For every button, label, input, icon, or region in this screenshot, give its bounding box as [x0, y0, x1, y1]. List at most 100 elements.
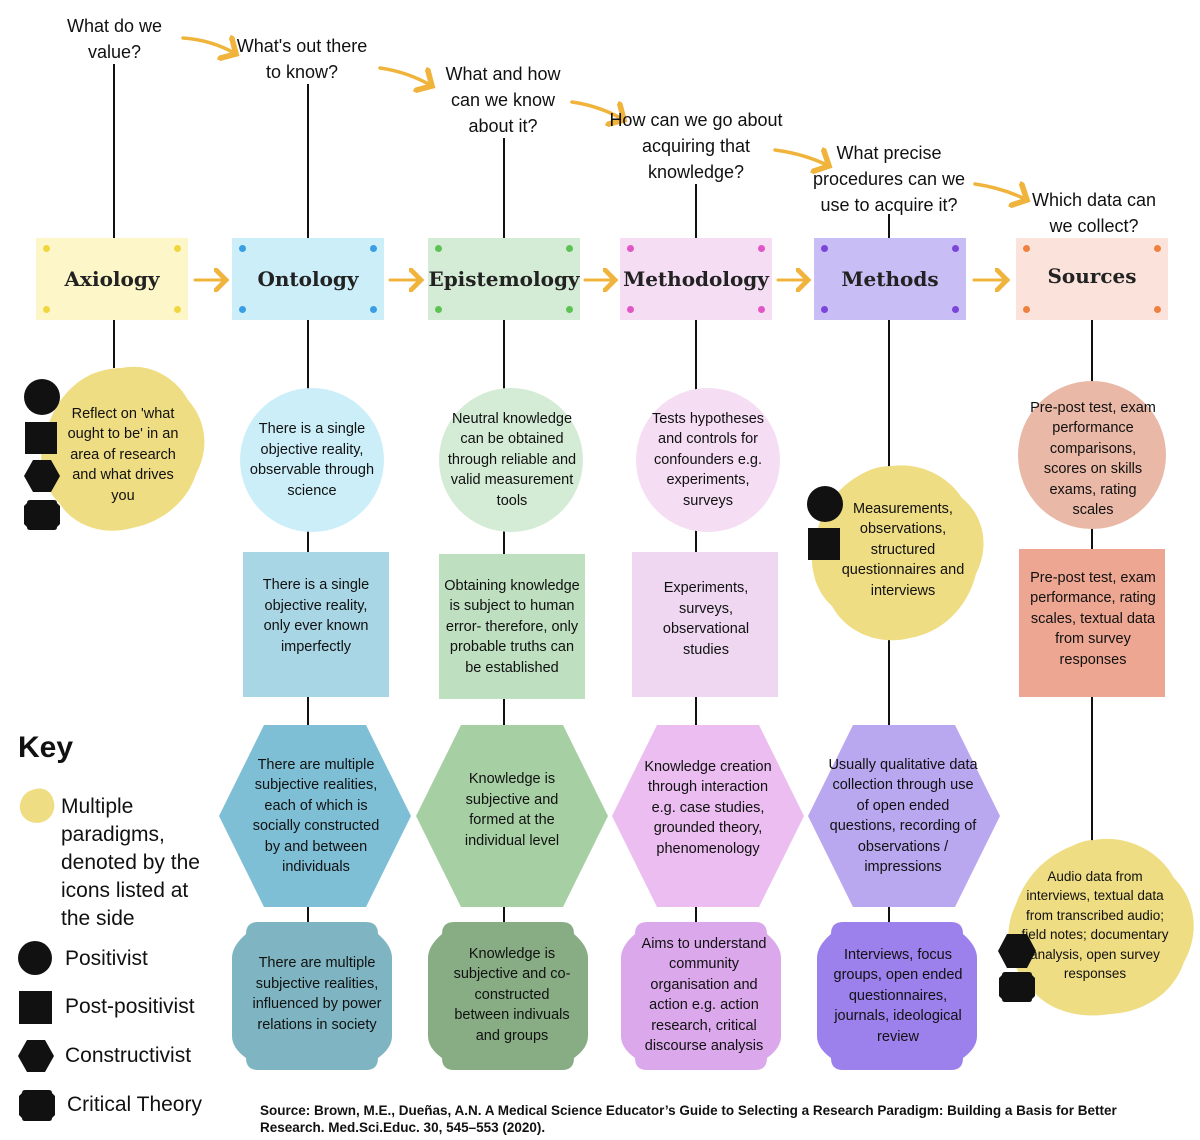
sources-positivist-circle	[1018, 381, 1166, 529]
post-positivist-icon	[25, 422, 57, 454]
key-icons	[18, 941, 55, 1121]
critical-theory-icon	[999, 972, 1035, 1002]
methodology-positivist-text: Tests hypotheses and controls for confou…	[651, 410, 765, 509]
ontology-positivist-text: There is a single objective reality, obs…	[249, 421, 375, 499]
header-dot	[370, 245, 377, 252]
header-dot	[627, 306, 634, 313]
epistemology-positivist-text: Neutral knowledge can be obtained throug…	[447, 410, 577, 509]
header-axiology-label: Axiology	[64, 267, 160, 291]
header-dot	[239, 245, 246, 252]
key-blob-icon	[19, 788, 55, 823]
epistemology-post-positivist-text: Obtaining knowledge is subject to human …	[444, 577, 580, 676]
key-constructivist-icon	[18, 1040, 54, 1072]
key-critical-theory-icon	[19, 1090, 55, 1121]
methodology-critical-text: Aims to understand community organisatio…	[641, 935, 767, 1055]
methodology-positivist-circle	[636, 388, 780, 532]
header-methods-label: Methods	[841, 267, 939, 291]
axiology-blob	[41, 366, 205, 531]
key-post-positivist-icon	[19, 991, 52, 1024]
key-constructivist-label: Constructivist	[65, 1044, 192, 1067]
methods-blob-text: Measurements, observations, structured q…	[841, 500, 965, 599]
ontology-constructivist-hex	[219, 725, 411, 907]
header-dot	[43, 245, 50, 252]
header-dot	[821, 245, 828, 252]
key-multiple-label: Multiple paradigms, denoted by the icons…	[61, 795, 200, 930]
question-methodology: How can we go about acquiring that knowl…	[609, 110, 783, 182]
header-sources-label: Sources	[1047, 264, 1137, 288]
constructivist-icon	[998, 934, 1036, 968]
header-dot	[758, 306, 765, 313]
header-ontology: Ontology	[232, 238, 384, 320]
methodology-post-positivist-rect	[632, 552, 778, 697]
header-dot	[952, 245, 959, 252]
key-title: Key	[18, 731, 74, 764]
epistemology-critical-text: Knowledge is subjective and co-construct…	[453, 945, 571, 1044]
header-dot	[1154, 245, 1161, 252]
header-dot	[435, 245, 442, 252]
key-post-positivist-label: Post-positivist	[65, 995, 195, 1018]
question-methods: What precise procedures can we use to ac…	[812, 143, 966, 215]
header-sources: Sources	[1016, 238, 1168, 320]
header-dot	[952, 306, 959, 313]
sources-icons	[998, 934, 1036, 1002]
key-critical-theory-label: Critical Theory	[67, 1093, 202, 1116]
question-sources: Which data can we collect?	[1031, 190, 1157, 236]
header-dot	[627, 245, 634, 252]
header-dot	[43, 306, 50, 313]
sources-post-positivist-rect	[1019, 549, 1165, 697]
key-positivist-label: Positivist	[65, 947, 148, 970]
axiology-blob-text: Reflect on 'what ought to be' in an area…	[67, 405, 179, 504]
methodology-constructivist-hex	[612, 725, 804, 907]
epistemology-constructivist-text: Knowledge is subjective and formed at th…	[464, 771, 560, 849]
question-epistemology: What and how can we know about it?	[445, 64, 561, 136]
methodology-constructivist-text: Knowledge creation through interaction e…	[644, 758, 772, 857]
methods-critical-text: Interviews, focus groups, open ended que…	[833, 946, 963, 1045]
sources-post-positivist-text: Pre-post test, exam performance, rating …	[1030, 569, 1156, 668]
header-epistemology: Epistemology	[428, 238, 580, 320]
header-dot	[435, 306, 442, 313]
post-positivist-icon	[808, 528, 840, 560]
epistemology-post-positivist-rect	[439, 554, 585, 699]
question-ontology: What's out there to know?	[236, 36, 368, 82]
header-dot	[174, 306, 181, 313]
sources-blob	[1008, 838, 1194, 1016]
ontology-critical-plaque	[232, 922, 392, 1070]
header-epistemology-label: Epistemology	[428, 267, 580, 291]
sources-blob-text: Audio data from interviews, textual data…	[1021, 868, 1169, 982]
methods-constructivist-text: Usually qualitative data collection thro…	[828, 756, 978, 876]
sources-positivist-text: Pre-post test, exam performance comparis…	[1030, 399, 1156, 519]
epistemology-positivist-circle	[439, 388, 583, 532]
methods-critical-plaque	[817, 922, 977, 1070]
constructivist-icon	[24, 460, 60, 492]
ontology-post-positivist-text: There is a single objective reality, onl…	[262, 577, 370, 655]
epistemology-constructivist-hex	[416, 725, 608, 907]
methods-constructivist-hex	[808, 725, 1000, 907]
question-axiology: What do we value?	[66, 16, 163, 62]
header-dot	[566, 245, 573, 252]
header-dot	[566, 306, 573, 313]
ontology-critical-text: There are multiple subjective realities,…	[252, 955, 382, 1033]
header-methodology: Methodology	[620, 238, 772, 320]
header-axiology: Axiology	[36, 238, 188, 320]
ontology-constructivist-text: There are multiple subjective realities,…	[252, 756, 380, 876]
header-dot	[1154, 306, 1161, 313]
header-dot	[758, 245, 765, 252]
header-dot	[1023, 245, 1030, 252]
positivist-icon	[24, 379, 60, 415]
question-arrows	[181, 38, 1027, 200]
header-dot	[174, 245, 181, 252]
header-ontology-label: Ontology	[257, 267, 359, 291]
critical-theory-icon	[24, 500, 60, 530]
header-methods: Methods	[814, 238, 966, 320]
ontology-post-positivist-rect	[243, 552, 389, 697]
methods-icons	[807, 486, 843, 560]
header-dot	[239, 306, 246, 313]
ontology-positivist-circle	[240, 388, 384, 532]
methods-blob	[811, 465, 984, 641]
header-dot	[821, 306, 828, 313]
axiology-icons	[24, 379, 60, 530]
positivist-icon	[807, 486, 843, 522]
key-positivist-icon	[18, 941, 52, 975]
